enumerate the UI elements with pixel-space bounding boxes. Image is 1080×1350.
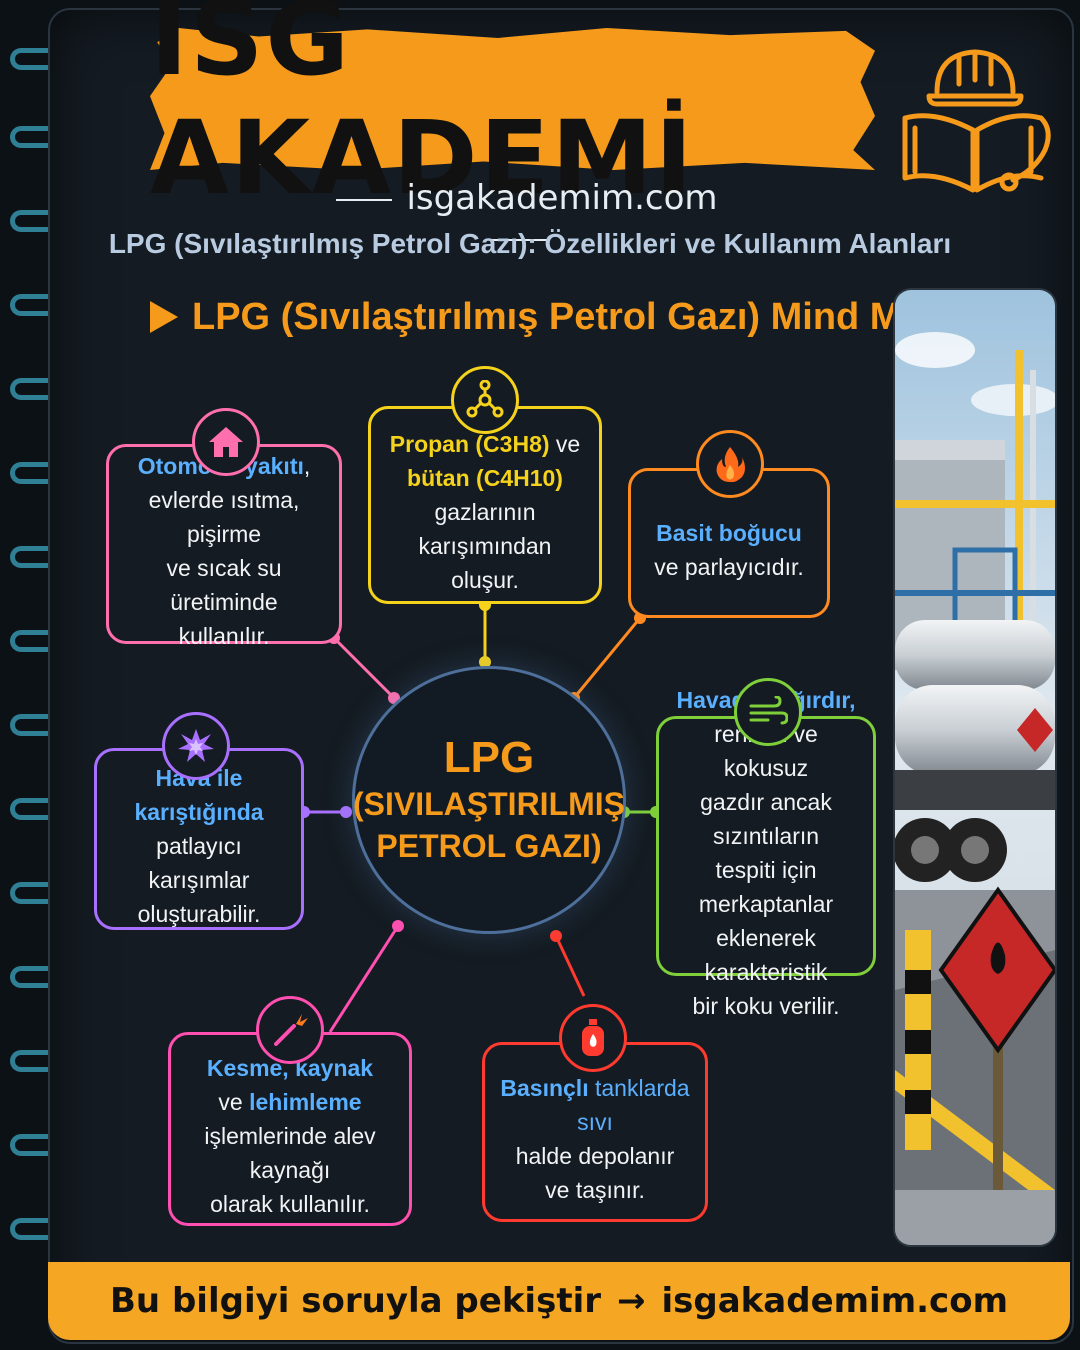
center-line-3: PETROL GAZI)	[376, 828, 602, 864]
welding-torch-icon	[256, 996, 324, 1064]
node-text: ,	[303, 453, 311, 479]
node-highlight: bütan (C4H10)	[407, 465, 563, 491]
house-icon	[192, 408, 260, 476]
connector-kesme	[328, 925, 400, 1033]
footer-link[interactable]: isgakademim.com	[661, 1281, 1009, 1321]
connector-bogucu	[572, 617, 642, 699]
node-text: eklenerek karakteristik	[704, 925, 828, 985]
node-text: bir koku verilir.	[692, 993, 840, 1019]
page-subtitle: LPG (Sıvılaştırılmış Petrol Gazı): Özell…	[108, 228, 952, 259]
node-text: ve taşınır.	[545, 1177, 645, 1203]
brand-domain[interactable]: isgakademim.com	[300, 178, 740, 258]
molecule-icon	[451, 366, 519, 434]
mind-map-center-lpg: LPG (SIVILAŞTIRILMIŞ PETROL GAZI)	[352, 666, 626, 934]
node-text: gazlarının karışımından	[418, 499, 552, 559]
arrow-right-icon: →	[617, 1281, 646, 1321]
node-text: işlemlerinde alev kaynağı	[204, 1123, 376, 1183]
wind-icon	[734, 678, 802, 746]
node-text: tespiti için merkaptanlar	[698, 857, 834, 917]
play-triangle-icon	[150, 301, 178, 333]
node-text: evlerde ısıtma, pişirme	[148, 487, 300, 547]
node-text: oluşturabilir.	[137, 901, 261, 927]
node-text: oluşur.	[451, 567, 519, 593]
node-havadan-card: Havadan ağırdır, renksiz ve kokusuz gazd…	[656, 687, 876, 1019]
flame-icon	[696, 430, 764, 498]
node-hava-card: Hava ile karıştığında patlayıcı karışıml…	[94, 748, 304, 930]
gas-cylinder-icon	[559, 1004, 627, 1072]
industrial-lpg-photo	[893, 288, 1057, 1247]
node-text: olarak kullanılır.	[210, 1191, 370, 1217]
node-highlight: Basınçlı	[500, 1075, 589, 1101]
node-text: halde depolanır	[515, 1143, 675, 1169]
node-propan-card: Propan (C3H8) ve bütan (C4H10) gazlarını…	[368, 406, 602, 604]
node-text: ve	[218, 1089, 250, 1115]
node-text: tanklarda sıvı	[577, 1075, 690, 1135]
node-text: ve	[549, 431, 581, 457]
center-title: LPG	[443, 733, 535, 782]
node-highlight: Basit boğucu	[656, 520, 802, 546]
node-text: ve parlayıcıdır.	[654, 554, 804, 580]
connector-basincli	[554, 935, 586, 997]
footer-text: Bu bilgiyi soruyla pekiştir	[110, 1281, 601, 1321]
safety-helmet-book-stethoscope-icon	[902, 49, 1051, 193]
node-text: kullanılır.	[178, 623, 270, 649]
node-text: patlayıcı karışımlar	[148, 833, 250, 893]
node-highlight: Propan (C3H8)	[389, 431, 550, 457]
explosion-icon	[162, 712, 230, 780]
mind-map-title: LPG (Sıvılaştırılmış Petrol Gazı) Mind M…	[150, 296, 946, 339]
node-highlight: lehimleme	[249, 1089, 362, 1115]
node-basincli-card: Basınçlı tanklarda sıvı halde depolanır …	[482, 1042, 708, 1222]
connector-otomotiv	[332, 636, 396, 700]
node-otomotiv-card: Otomotiv yakıtı, evlerde ısıtma, pişirme…	[106, 444, 342, 649]
node-text: gazdır ancak sızıntıların	[700, 789, 832, 849]
node-text: ve sıcak su üretiminde	[166, 555, 282, 615]
brand-brush-background	[150, 28, 875, 170]
center-line-2: (SIVILAŞTIRILMIŞ	[353, 786, 625, 822]
footer-cta[interactable]: Bu bilgiyi soruyla pekiştir → isgakademi…	[48, 1262, 1070, 1340]
